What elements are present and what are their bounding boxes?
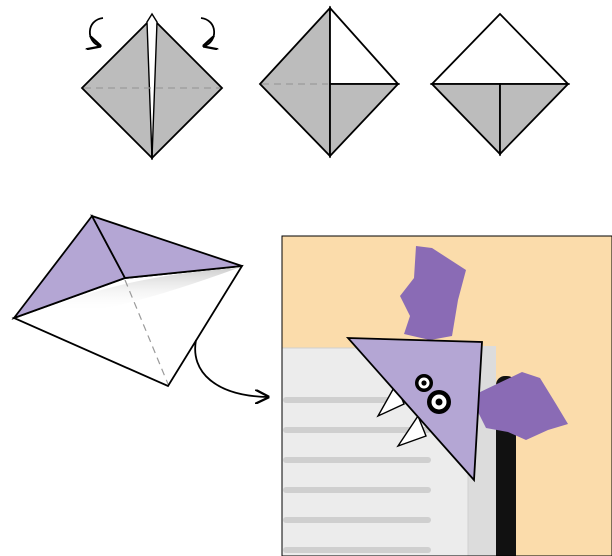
- step2-left-flap: [260, 8, 330, 156]
- fold-step-2: [260, 8, 398, 156]
- fold-step-1: [82, 14, 222, 158]
- step3-lower-right: [500, 84, 568, 154]
- step2-right-lower: [330, 84, 398, 156]
- rotate-left-arrow-icon: [90, 18, 103, 46]
- step3-lower-left: [432, 84, 500, 154]
- fold-step-3: [432, 14, 568, 154]
- bat-eye-icon: [415, 374, 433, 392]
- open-pocket-fold: [14, 216, 268, 397]
- step2-right-upper: [330, 8, 398, 84]
- step3-top-triangle: [432, 14, 568, 84]
- step1-left-flap: [82, 18, 152, 158]
- pocket-to-result-arrow-icon: [195, 340, 268, 397]
- bat-eye-icon: [427, 390, 451, 414]
- rotate-right-arrow-icon: [201, 18, 214, 46]
- bookmark-result-panel: [282, 236, 612, 556]
